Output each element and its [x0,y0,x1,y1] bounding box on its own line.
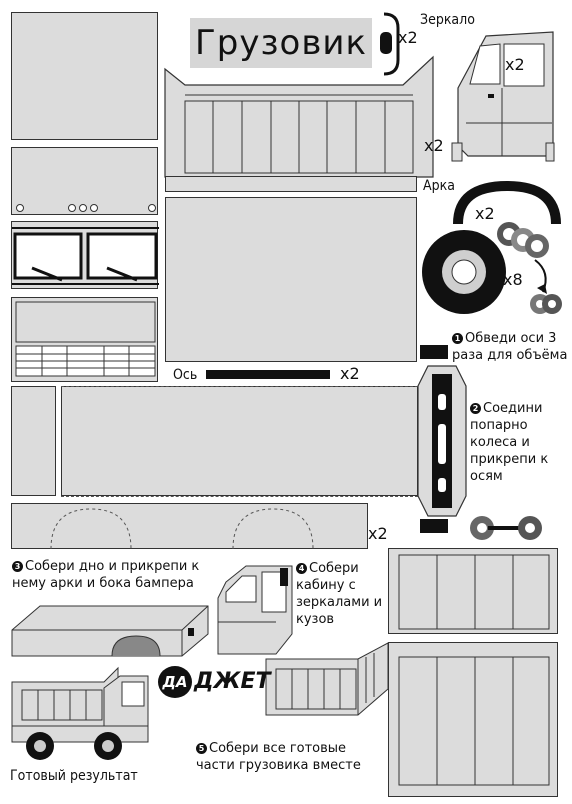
dump-front-panel [388,548,558,634]
grille-drawing [15,301,156,377]
axle-black-block-bottom [420,519,448,533]
mirror-label: Зеркало [420,12,475,28]
fold-line [61,386,418,387]
cabin-door-piece [451,31,555,162]
small-wheels-icon [497,222,549,258]
dump-body-tab [165,176,417,192]
bumper-piece [417,365,467,517]
step-2-text: Соедини попарно колеса и прикрепи к осям [470,401,549,484]
chassis-end-piece [11,386,56,496]
axle-bar [206,370,330,379]
wheels-multiplier: x8 [503,270,523,289]
axle-label: Ось [173,367,198,383]
step-1-number: 1 [452,333,463,344]
assembled-chassis-drawing [11,605,209,657]
wheel-arch-icon [453,180,561,225]
dump-body-side-piece [164,55,434,178]
brand-logo-part1: ДА [158,666,192,698]
windshield-drawing [12,227,159,285]
dump-back-panel [388,642,558,797]
step-5-text: Собери все готовые части грузовика вмест… [196,741,361,773]
cabin-side-multiplier: x2 [424,136,444,155]
axle-wheels-icon [470,516,542,540]
windshield-piece [11,221,159,289]
cabin-door-multiplier: x2 [505,55,525,74]
finished-truck-drawing [11,666,149,760]
mirror-icon [380,12,400,76]
assembled-cabin-drawing [217,565,293,655]
page-title: Грузовик [190,18,372,68]
mirror-multiplier: x2 [398,28,418,47]
arch-multiplier: x2 [475,204,495,223]
step-5-number: 5 [196,743,207,754]
dump-back-panel-lines [398,656,550,786]
fold-line [61,496,418,497]
axle-multiplier: x2 [340,364,360,383]
wheel-icon [422,230,506,314]
step-4-number: 4 [296,563,307,574]
step-1-text: Обведи оси 3 раза для объёма [452,331,568,363]
brand-logo-part2: ДЖЕТ [194,669,271,694]
axle-black-block-top [420,345,448,359]
assembled-dump-body-drawing [265,642,389,716]
bumper-side-piece [11,503,368,549]
bumper-multiplier: x2 [368,524,388,543]
cabin-front-piece [11,147,158,215]
headlight-dots [16,204,156,212]
result-label: Готовый результат [10,768,138,784]
wheel-arch-cutouts [50,508,314,550]
step-4-text: Собери кабину с зеркалами и кузов [296,561,383,627]
arch-label: Арка [423,178,455,194]
chassis-main-piece [61,386,418,496]
step-3-text: Собери дно и прикрепи к нему арки и бока… [12,559,200,591]
step-2-number: 2 [470,403,481,414]
dump-body-floor-piece [165,197,417,362]
step-3-number: 3 [12,561,23,572]
cabin-roof-piece [11,12,158,140]
arrow-icon [534,259,547,294]
wheel-pair-icon [530,294,562,314]
grille-piece [11,297,158,382]
dump-front-panel-lines [398,554,550,630]
